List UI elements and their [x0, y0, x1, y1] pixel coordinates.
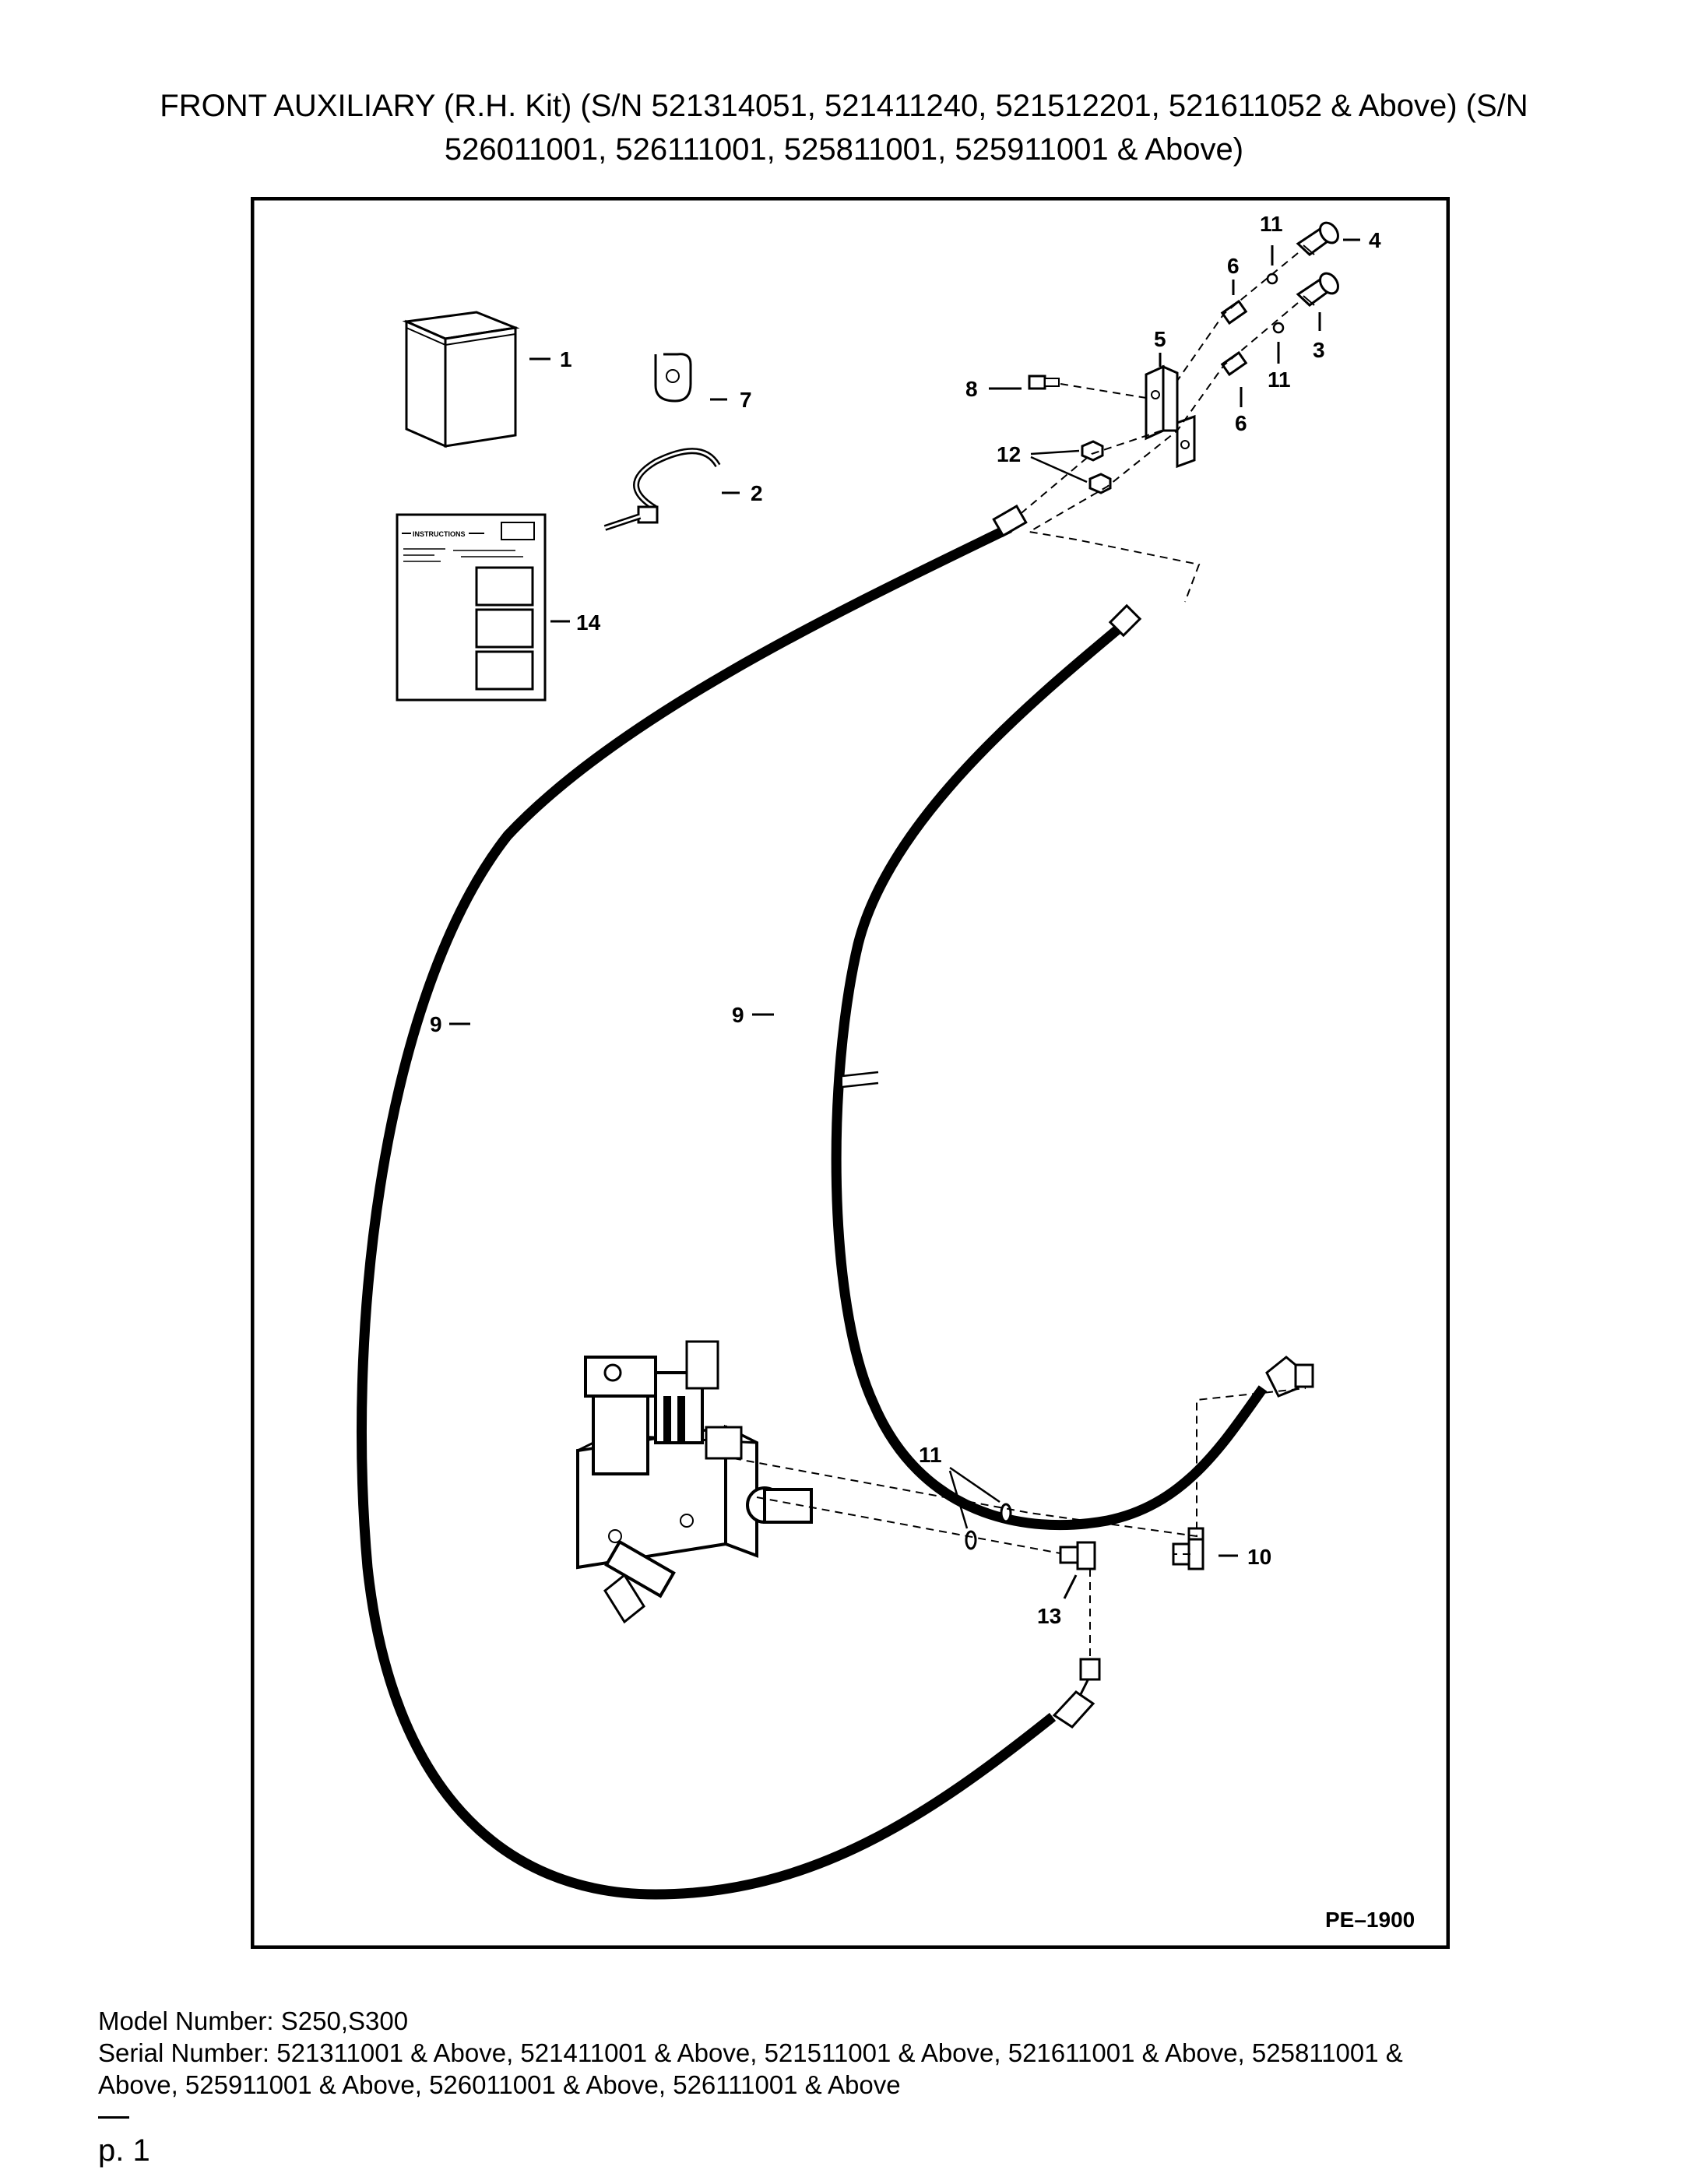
elbow-fitting-part [1059, 1541, 1096, 1570]
coupler-4-part [1296, 221, 1339, 256]
adapter-fitting-upper [1220, 299, 1248, 325]
diagram-frame [251, 197, 1450, 1949]
callout-11-mid: 11 [1268, 368, 1291, 392]
footer-divider [98, 2116, 129, 2119]
valve-block-part [576, 1340, 813, 1624]
o-ring-valve-upper [1000, 1503, 1012, 1523]
callout-4: 4 [1369, 228, 1381, 252]
o-ring-upper [1266, 273, 1278, 285]
hose-inner-elbow [1265, 1356, 1314, 1398]
callout-12: 12 [997, 442, 1021, 466]
o-ring-lower [1272, 322, 1285, 334]
callout-11-valve: 11 [919, 1443, 942, 1467]
box-part [402, 311, 520, 448]
drawing-id: PE–1900 [1325, 1908, 1415, 1932]
callout-6-lower: 6 [1235, 411, 1247, 435]
hose-inner [831, 621, 1268, 1531]
serial-number-line-2: Above, 525911001 & Above, 526011001 & Ab… [98, 2070, 901, 2099]
callout-7: 7 [740, 388, 752, 412]
title-line-2: 526011001, 526111001, 525811001, 5259110… [444, 132, 1244, 167]
callout-14: 14 [576, 610, 601, 635]
hose-outer-fitting-top [992, 505, 1028, 537]
page-title: FRONT AUXILIARY (R.H. Kit) (S/N 52131405… [78, 84, 1610, 171]
callout-13: 13 [1037, 1604, 1061, 1628]
title-line-1: FRONT AUXILIARY (R.H. Kit) (S/N 52131405… [160, 89, 1528, 123]
footer: Model Number: S250,S300 Serial Number: 5… [98, 2005, 1624, 2101]
bolt-part [1028, 375, 1060, 390]
clamp-part [654, 353, 692, 403]
callout-5: 5 [1154, 327, 1166, 351]
instructions-sheet-part: INSTRUCTIONS [396, 513, 547, 702]
bulkhead-bracket-part [1145, 364, 1196, 469]
instructions-label: INSTRUCTIONS [413, 530, 466, 538]
adapter-fitting-lower [1220, 350, 1248, 377]
hose-outer [357, 523, 1057, 1900]
o-ring-valve-lower [965, 1530, 977, 1550]
hose-inner-fitting-top [1108, 603, 1142, 638]
coupler-3-part [1296, 272, 1339, 307]
tee-fitting-part [1172, 1527, 1204, 1570]
serial-number-line-1: Serial Number: 521311001 & Above, 521411… [98, 2038, 1403, 2067]
callout-1: 1 [560, 347, 572, 371]
callout-10: 10 [1247, 1545, 1271, 1569]
parts-diagram: 1 7 2 INSTRUCTIONS 14 [251, 197, 1450, 1949]
callout-2: 2 [751, 481, 763, 505]
cable-tie-part [603, 448, 721, 531]
callout-9-outer: 9 [430, 1012, 442, 1036]
callout-3: 3 [1313, 338, 1325, 362]
callout-6-upper: 6 [1227, 254, 1240, 278]
hose-outer-fitting-bottom [1052, 1658, 1101, 1729]
model-number: Model Number: S250,S300 [98, 2006, 409, 2035]
callout-9-inner: 9 [732, 1003, 744, 1027]
callout-8: 8 [965, 377, 978, 401]
page-number: p. 1 [98, 2133, 150, 2168]
callout-11-top: 11 [1260, 212, 1283, 236]
